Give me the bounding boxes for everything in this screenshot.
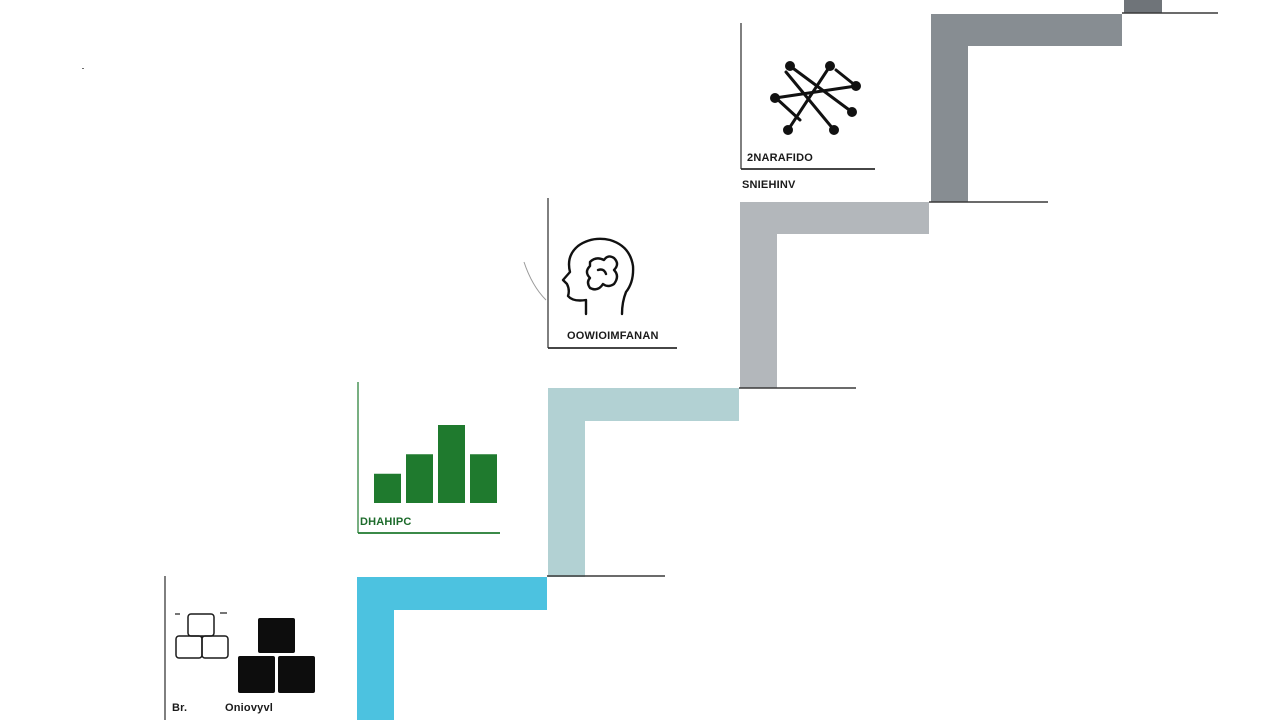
stage-4-label-b: SNIEHINV <box>742 179 796 191</box>
stair-step-3 <box>740 202 929 388</box>
bar-chart-icon-bar <box>406 454 433 503</box>
stage-3-label: OOWIOIMFANAN <box>567 330 659 342</box>
stage-3-card <box>523 198 677 349</box>
stage-4-card <box>740 23 875 170</box>
bar-chart-icon-bar <box>374 473 401 503</box>
stage-1-label-a: Br. <box>172 702 188 714</box>
blocks-icon <box>175 612 315 693</box>
stair-step-4 <box>931 14 1122 202</box>
stair-step-2 <box>548 388 739 577</box>
stage-2-card <box>357 382 500 534</box>
stage-3-faint-arc <box>523 261 547 301</box>
stage-4-label-a: 2NARAFIDO <box>747 152 813 164</box>
bar-chart-icon-bar <box>470 454 497 503</box>
bar-chart-icon <box>374 425 497 503</box>
bar-chart-icon-bar <box>438 425 465 503</box>
stage-1-card <box>164 576 315 720</box>
stage-1-label-b: Oniovyvl <box>225 702 274 714</box>
stair-step-top <box>1124 0 1162 13</box>
stair-step-1 <box>357 577 547 720</box>
head-puzzle-icon <box>561 237 635 316</box>
stray-mark <box>82 68 84 69</box>
network-cross-icon <box>770 61 861 135</box>
stage-2-label: DHAHIPC <box>360 516 412 528</box>
